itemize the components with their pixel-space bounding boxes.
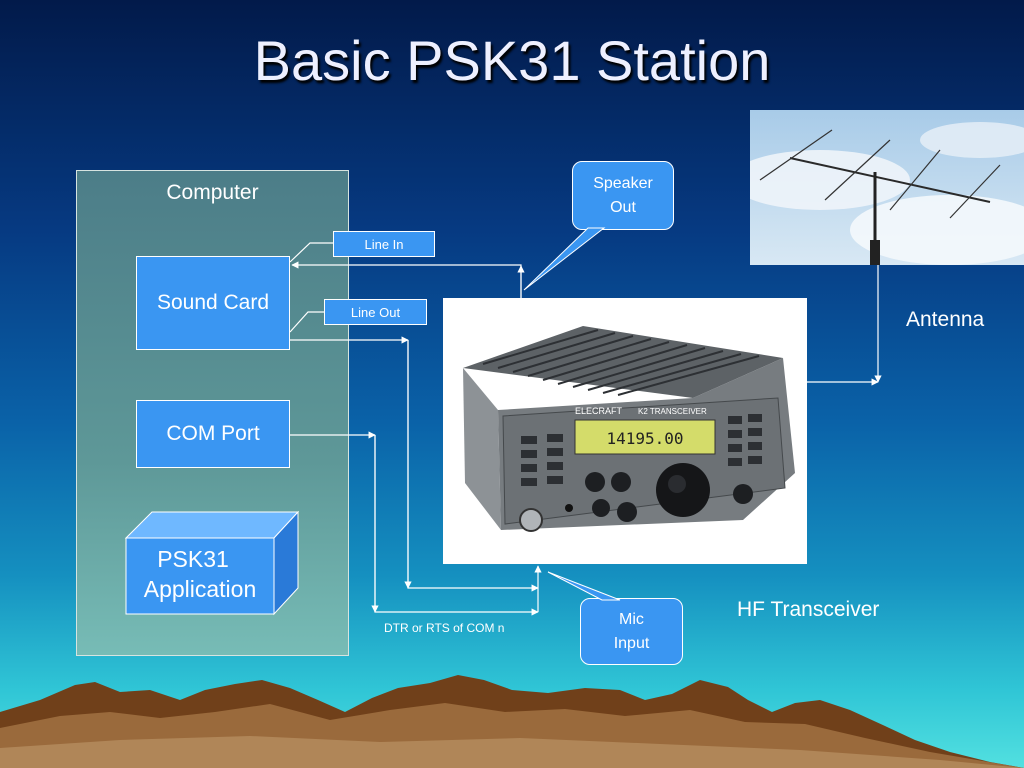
- dtr-rts-label: DTR or RTS of COM n: [384, 621, 505, 635]
- antenna-label: Antenna: [906, 308, 985, 331]
- transceiver-photo: 14195.00 ELECRAFT K2 TRANSCEIVER: [443, 298, 807, 564]
- speaker-out-callout: Speaker Out: [572, 161, 674, 230]
- mic-input-callout: Mic Input: [580, 598, 683, 665]
- sound-card-box: Sound Card: [136, 256, 290, 350]
- radio-frequency-display: 14195.00: [606, 429, 683, 448]
- application-label-line2: Application: [143, 576, 257, 602]
- line-out-label: Line Out: [324, 299, 427, 325]
- com-port-box: COM Port: [136, 400, 290, 468]
- speaker-out-line2: Out: [610, 198, 636, 216]
- psk31-application-box: [124, 510, 300, 616]
- mic-input-line1: Mic: [619, 610, 644, 628]
- slide-title: Basic PSK31 Station: [253, 29, 771, 92]
- antenna-photo: [750, 110, 1024, 265]
- mic-input-line2: Input: [613, 634, 650, 652]
- computer-label: Computer: [166, 181, 259, 204]
- hf-transceiver-label: HF Transceiver: [737, 598, 880, 621]
- radio-model-label: K2 TRANSCEIVER: [638, 407, 707, 416]
- speaker-out-line1: Speaker: [593, 174, 653, 192]
- line-in-label: Line In: [333, 231, 435, 257]
- application-label-line1: PSK31: [157, 546, 229, 572]
- radio-brand-label: ELECRAFT: [575, 406, 623, 416]
- psk31-application-label: PSK31 Application: [126, 544, 274, 604]
